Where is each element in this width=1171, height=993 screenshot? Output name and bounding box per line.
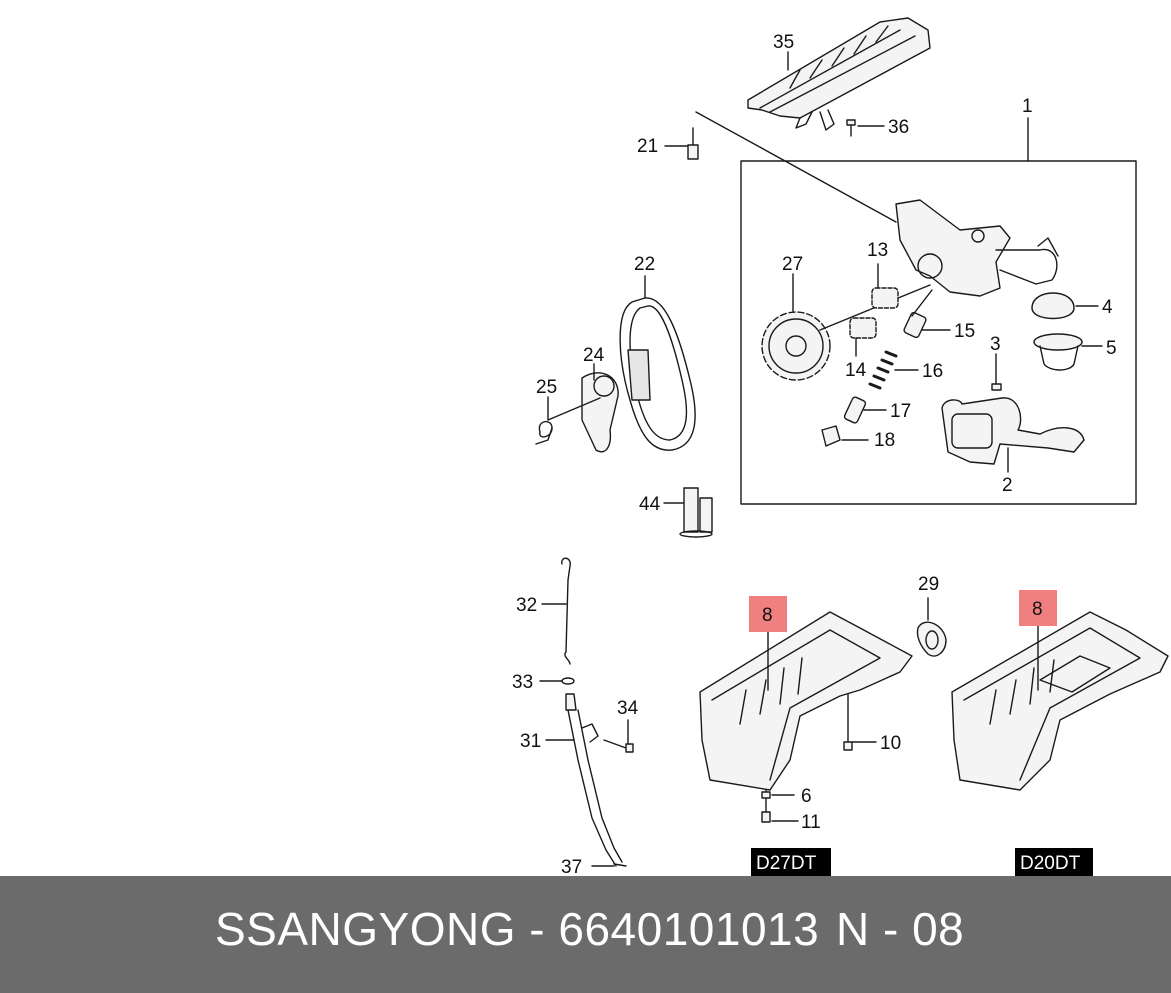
callout-29: 29 bbox=[918, 574, 939, 595]
page-reference-text: N - 08 bbox=[836, 903, 965, 955]
chain-tensioner-part bbox=[535, 363, 619, 453]
dipstick-part bbox=[539, 557, 627, 867]
exploded-view-drawing: 35 36 21 1 22 27 13 4 15 5 3 24 25 14 16… bbox=[512, 17, 1169, 878]
bolt-3-part bbox=[991, 353, 1002, 391]
chain-guide-rail-part bbox=[747, 17, 931, 131]
pump-gears-part bbox=[849, 263, 899, 357]
callout-8-left: 8 bbox=[762, 605, 773, 626]
callout-8-right: 8 bbox=[1032, 599, 1043, 620]
callout-8-highlight-right bbox=[1019, 590, 1057, 626]
seal-ring-5-part bbox=[1033, 333, 1103, 371]
callout-25: 25 bbox=[536, 377, 557, 398]
callout-37: 37 bbox=[561, 857, 582, 876]
callout-11: 11 bbox=[801, 812, 821, 833]
footer-bar: SSANGYONG - 6640101013 N - 08 bbox=[0, 876, 1171, 993]
strainer-2-part bbox=[941, 397, 1085, 473]
callout-6: 6 bbox=[801, 786, 812, 807]
tube-44-part bbox=[663, 487, 713, 538]
timing-chain-part bbox=[619, 275, 696, 451]
callout-17: 17 bbox=[890, 401, 911, 422]
oil-pan-d27dt-part bbox=[699, 611, 913, 823]
gasket-29-part bbox=[916, 597, 947, 657]
callout-1: 1 bbox=[1022, 96, 1033, 117]
engine-label-d20dt: D20DT bbox=[1020, 853, 1081, 874]
oil-pan-d20dt-part bbox=[951, 611, 1169, 791]
callout-34: 34 bbox=[617, 698, 639, 719]
callout-8-highlight-left bbox=[749, 596, 787, 632]
callout-14: 14 bbox=[845, 360, 867, 381]
callout-24: 24 bbox=[583, 345, 605, 366]
bolt-36-part bbox=[846, 119, 885, 137]
engine-tag-left-bg bbox=[751, 848, 831, 876]
engine-tag-right-bg bbox=[1015, 848, 1093, 876]
callout-18: 18 bbox=[874, 430, 895, 451]
callout-2: 2 bbox=[1002, 475, 1013, 496]
callout-15: 15 bbox=[954, 321, 975, 342]
relief-valve-part bbox=[821, 289, 951, 447]
oil-pump-body-part bbox=[895, 199, 1059, 297]
engine-label-d27dt: D27DT bbox=[756, 853, 817, 874]
callout-33: 33 bbox=[512, 672, 533, 693]
callout-35: 35 bbox=[773, 32, 794, 53]
callout-27: 27 bbox=[782, 254, 803, 275]
callout-32: 32 bbox=[516, 595, 537, 616]
bolt-21-part bbox=[664, 111, 897, 223]
callout-31: 31 bbox=[520, 731, 541, 752]
callout-44: 44 bbox=[639, 494, 661, 515]
callout-3: 3 bbox=[990, 334, 1001, 355]
bolt-34-part bbox=[603, 719, 634, 753]
part-number-text: SSANGYONG - 6640101013 bbox=[215, 903, 820, 955]
cap-4-part bbox=[1031, 292, 1099, 320]
callout-10: 10 bbox=[880, 733, 901, 754]
callout-16: 16 bbox=[922, 361, 943, 382]
oil-pump-assembly-box bbox=[740, 160, 1137, 505]
callout-4: 4 bbox=[1102, 297, 1113, 318]
callout-22: 22 bbox=[634, 254, 655, 275]
callout-36: 36 bbox=[888, 117, 909, 138]
callout-21: 21 bbox=[637, 136, 658, 157]
parts-diagram: 35 36 21 1 22 27 13 4 15 5 3 24 25 14 16… bbox=[512, 17, 1169, 878]
callout-13: 13 bbox=[867, 240, 888, 261]
callout-5: 5 bbox=[1106, 338, 1117, 359]
